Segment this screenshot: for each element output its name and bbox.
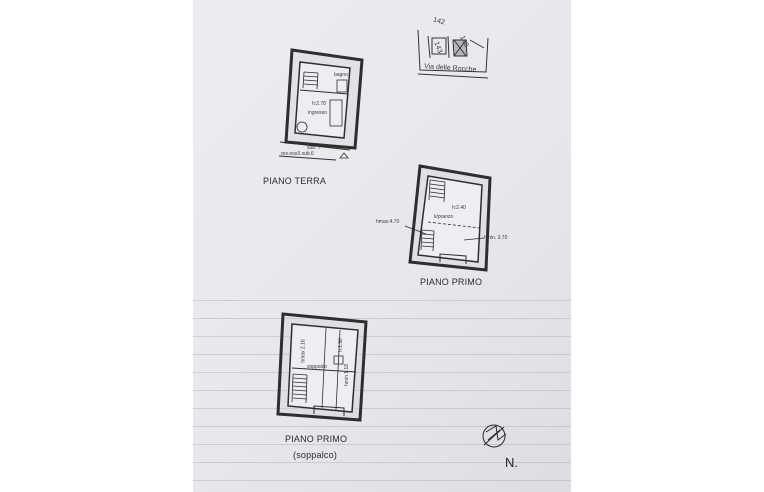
height-label-first: h:2.40 — [452, 205, 466, 211]
north-label: N. — [505, 455, 518, 470]
room-label-bath: bagno — [334, 72, 348, 78]
plan-title-ground: PIANO TERRA — [263, 176, 327, 186]
plan-title-first: PIANO PRIMO — [420, 277, 483, 287]
plan-title-loft: PIANO PRIMO — [285, 434, 348, 444]
sub-label-2: res.eso3.sub.6 — [281, 151, 314, 157]
height-label-ground: h:2.78 — [312, 101, 326, 107]
room-label-loft: soppalco — [307, 364, 328, 370]
hmin-label-first: hmin. 3.70 — [484, 235, 508, 241]
plan-subtitle-loft: (soppalco) — [293, 450, 338, 460]
room-label-entry: ingresso — [308, 110, 327, 116]
drawing-sheet — [193, 0, 571, 492]
hmax-label-first: hmax:4.70 — [376, 219, 400, 225]
room-label-kitchen: k/pranzo — [434, 214, 454, 220]
sub-label-1: sub. 7 — [307, 145, 321, 151]
